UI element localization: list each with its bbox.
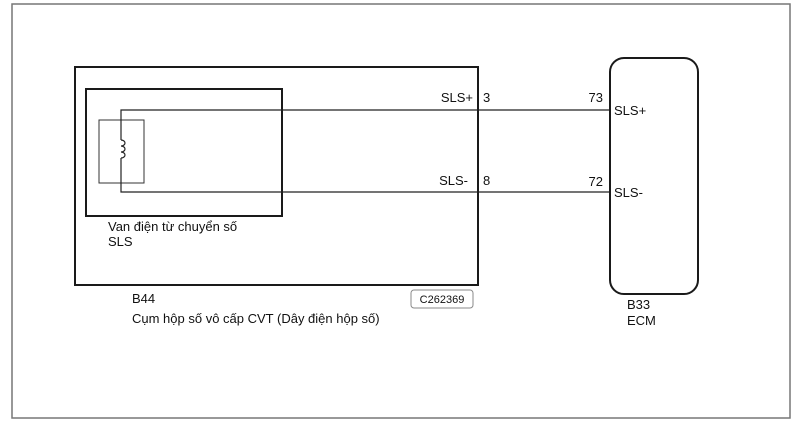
- ecm-pin-signal-sls-minus: SLS-: [614, 185, 643, 200]
- b33-code: B33: [627, 297, 650, 312]
- coil-icon: [120, 134, 126, 166]
- diagram-frame: [11, 3, 791, 419]
- b44-pin-signal-sls-minus: SLS-: [439, 173, 468, 188]
- solenoid-name: Van điện từ chuyển số: [108, 219, 237, 234]
- b44-name: Cụm hộp số vô cấp CVT (Dây điện hộp số): [132, 311, 380, 326]
- b44-pin-number-8: 8: [483, 173, 490, 188]
- solenoid-box: [85, 88, 283, 217]
- b33-name: ECM: [627, 313, 656, 328]
- ecm-pin-number-72: 72: [589, 174, 603, 189]
- diagram-code-tag: [410, 289, 474, 309]
- b44-code: B44: [132, 291, 155, 306]
- wire-sls-plus: [120, 109, 611, 134]
- ecm-pin-signal-sls-plus: SLS+: [614, 103, 646, 118]
- ecm-pin-number-73: 73: [589, 90, 603, 105]
- b33-ecm-box: [609, 57, 699, 295]
- b44-component-box: [74, 66, 479, 286]
- b44-pin-signal-sls-plus: SLS+: [441, 90, 473, 105]
- wire-sls-minus: [120, 166, 611, 193]
- b44-pin-number-3: 3: [483, 90, 490, 105]
- solenoid-short-name: SLS: [108, 234, 133, 249]
- diagram-code: C262369: [420, 294, 465, 306]
